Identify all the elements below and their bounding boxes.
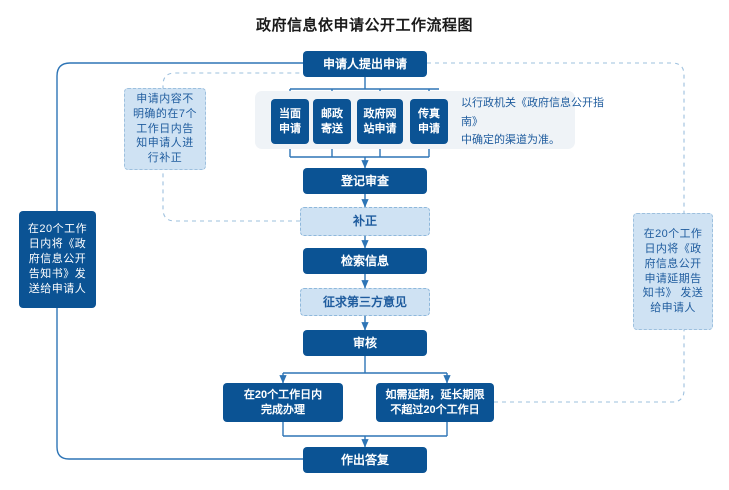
note-right-extension-notice: 在20个工作 日内将《政 府信息公开 申请延期告 知书》 发送 给申请人 bbox=[633, 213, 713, 330]
node-channel-website[interactable]: 政府网 站申请 bbox=[357, 99, 403, 144]
node-retrieve-info[interactable]: 检索信息 bbox=[303, 248, 427, 274]
node-channel-postal[interactable]: 邮政 寄送 bbox=[313, 99, 351, 144]
node-extension[interactable]: 如需延期，延长期限 不超过20个工作日 bbox=[376, 383, 494, 422]
node-third-party-opinion[interactable]: 征求第三方意见 bbox=[300, 288, 430, 316]
note-channels: 以行政机关《政府信息公开指南》 中确定的渠道为准。 bbox=[461, 96, 604, 147]
node-supplement[interactable]: 补正 bbox=[300, 207, 430, 236]
note-left-disclosure-notice: 在20个工作 日内将《政 府信息公开 告知书》发 送给申请人 bbox=[19, 211, 96, 308]
node-start[interactable]: 申请人提出申请 bbox=[303, 51, 427, 77]
node-channel-fax[interactable]: 传真 申请 bbox=[410, 99, 448, 144]
node-review[interactable]: 审核 bbox=[303, 330, 427, 356]
node-channel-in-person[interactable]: 当面 申请 bbox=[271, 99, 309, 144]
node-complete-within-20-days[interactable]: 在20个工作日内 完成办理 bbox=[223, 383, 343, 422]
page-title: 政府信息依申请公开工作流程图 bbox=[255, 17, 473, 34]
node-make-reply[interactable]: 作出答复 bbox=[303, 447, 427, 473]
node-registration-review[interactable]: 登记审查 bbox=[303, 168, 427, 194]
note-amend: 申请内容不 明确的在7个 工作日内告 知申请人进 行补正 bbox=[124, 88, 206, 170]
